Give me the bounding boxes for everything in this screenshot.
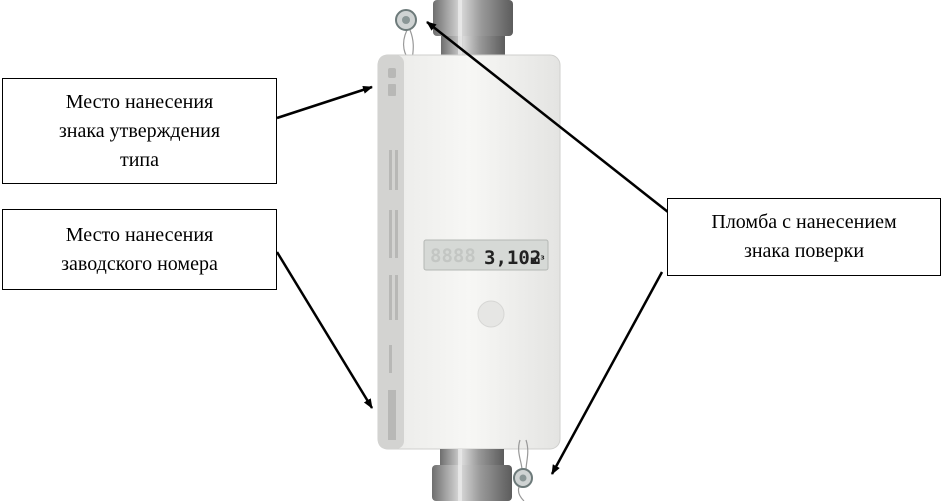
top-pipe-fitting: [433, 0, 513, 56]
callout-verification-seal: Пломба с нанесением знака поверки: [667, 198, 941, 276]
arrow-top-seal: [426, 21, 669, 213]
meter-body: 8888 3,102 m³: [377, 54, 561, 450]
bottom-pipe-fitting: [432, 449, 512, 501]
arrow-type-approval: [276, 85, 373, 120]
meter-lcd-ghost-digits: 8888: [430, 245, 476, 267]
arrow-bottom-seal: [550, 271, 664, 475]
callout-serial-number: Место нанесения заводского номера: [2, 209, 277, 290]
meter-lcd: [423, 239, 549, 271]
callout-type-approval: Место нанесения знака утверждения типа: [2, 78, 277, 184]
callout-verification-seal-text: Пломба с нанесением знака поверки: [711, 211, 897, 262]
callout-serial-number-text: Место нанесения заводского номера: [61, 223, 218, 275]
arrow-serial-number: [275, 251, 374, 409]
callout-type-approval-text: Место нанесения знака утверждения типа: [58, 90, 221, 171]
meter-reading: 3,102: [484, 247, 541, 269]
meter-button: [477, 300, 505, 328]
bottom-seal: [513, 439, 533, 501]
meter-reading-unit: m³: [530, 255, 545, 266]
top-seal: [395, 9, 417, 63]
